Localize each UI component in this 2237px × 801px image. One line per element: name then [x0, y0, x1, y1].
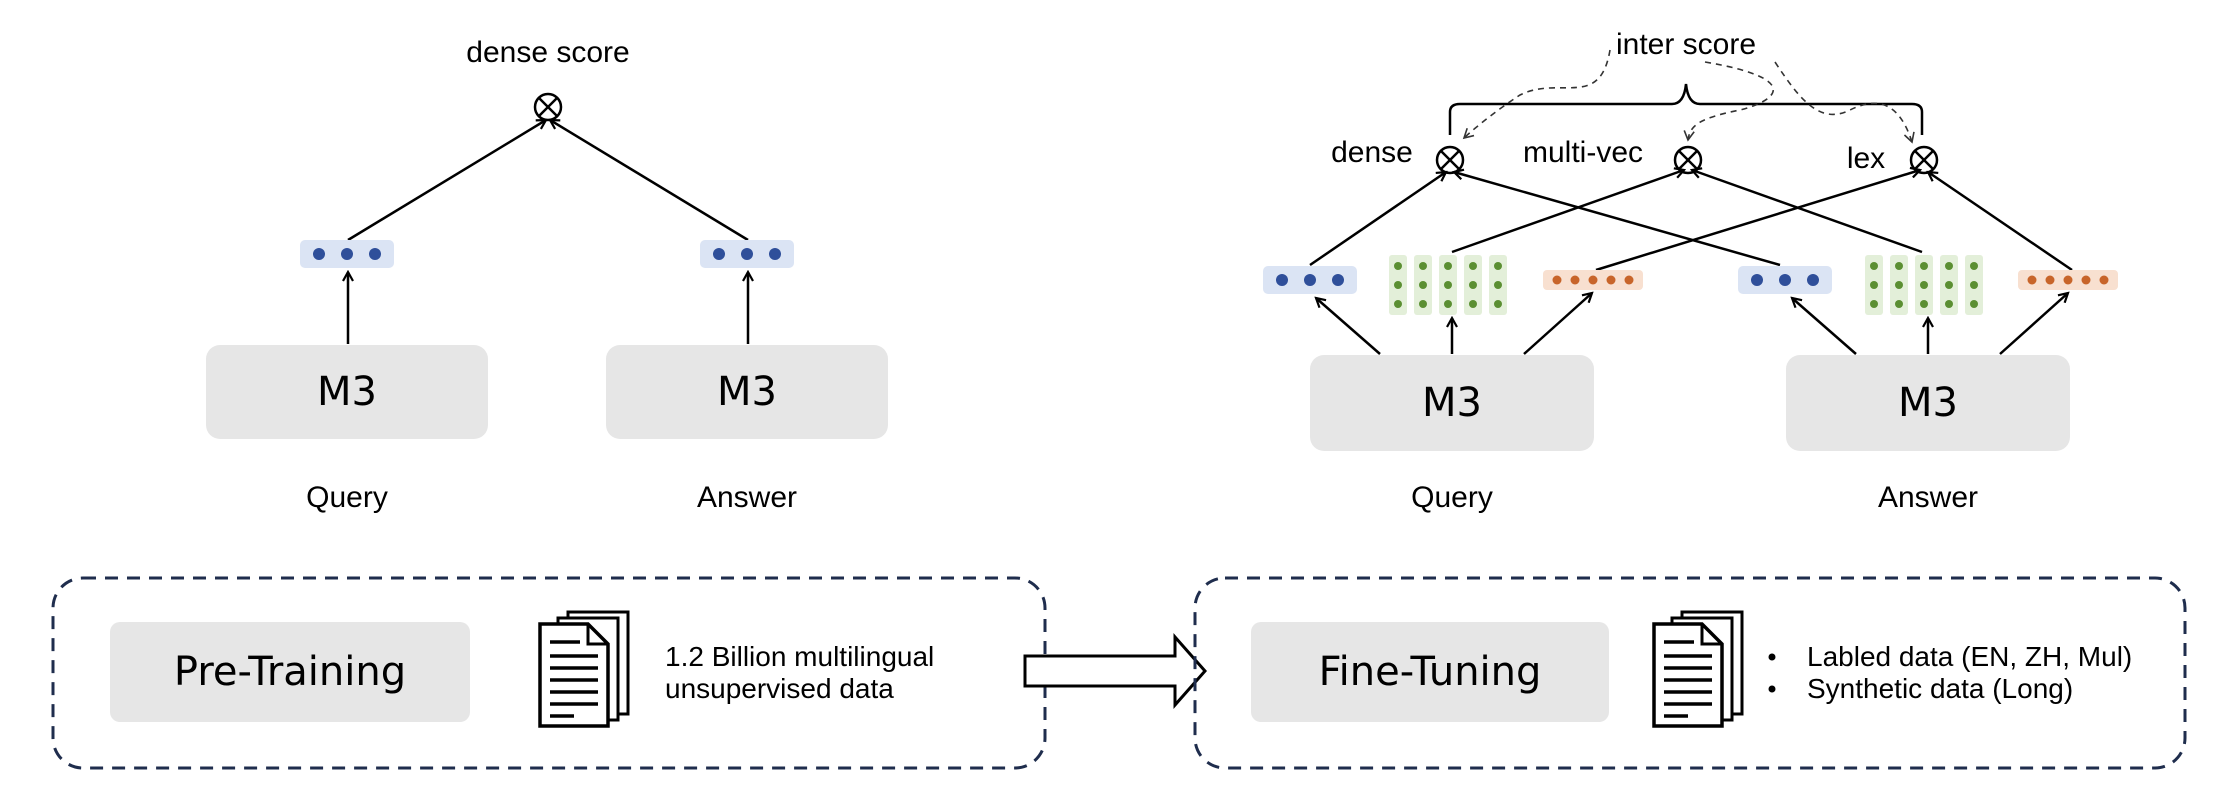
- dense-score-label: dense score: [466, 36, 629, 69]
- vector-to-score-arrows: [1309, 170, 2073, 272]
- answer-encoder-label: M3: [717, 369, 777, 415]
- pretraining-document-icon: [538, 610, 630, 728]
- answer-encoder-label-ft: M3: [1898, 380, 1958, 426]
- encoder-to-vector-arrows: [1316, 293, 2068, 355]
- inter-score-label: inter score: [1616, 28, 1756, 61]
- dense-otimes-icon: [1435, 145, 1465, 175]
- bullet-icon: [1768, 685, 1776, 693]
- pretraining-title-box: [110, 622, 470, 722]
- finetuning-document-icon: [1652, 610, 1744, 728]
- bullet-icon: [1768, 653, 1776, 661]
- query-sparse-vector: [1543, 270, 1643, 290]
- pretraining-data-line-1: 1.2 Billion multilingual: [665, 641, 934, 672]
- answer-sparse-vector: [2018, 270, 2118, 290]
- finetuning-bullet-1: Labled data (EN, ZH, Mul): [1807, 641, 2132, 672]
- answer-caption-ft: Answer: [1878, 481, 1978, 514]
- answer-multivec-vectors: [1865, 255, 1983, 315]
- inter-to-dense-dashed-arrow: [1462, 49, 1611, 140]
- query-encoder-label-ft: M3: [1422, 380, 1482, 426]
- answer-dense-vector: [700, 240, 794, 268]
- query-caption-ft: Query: [1411, 481, 1493, 514]
- answer-caption: Answer: [697, 481, 797, 514]
- lex-otimes-icon: [1909, 145, 1939, 175]
- finetuning-stage-frame: [1193, 576, 2187, 770]
- query-encoder-label: M3: [317, 369, 377, 415]
- lex-label: lex: [1847, 142, 1885, 175]
- inter-to-multivec-dashed-arrow: [1683, 61, 1775, 142]
- pretraining-data-line-2: unsupervised data: [665, 673, 894, 704]
- stage-transition-arrow-icon: [1023, 633, 1208, 709]
- query-encoder-box: [206, 345, 488, 439]
- inter-to-lex-dashed-arrow: [1774, 61, 1915, 144]
- finetuning-stage: Fine-Tuning Labled data (EN, ZH, Mul) Sy…: [1193, 576, 2187, 770]
- dense-label: dense: [1331, 136, 1413, 169]
- finetuning-title-box: [1251, 622, 1609, 722]
- answer-dense-vector-ft: [1738, 266, 1832, 294]
- answer-to-score-arrow: [550, 120, 749, 242]
- query-multivec-vectors: [1389, 255, 1507, 315]
- query-dense-vector: [300, 240, 394, 268]
- query-to-score-arrow: [347, 120, 546, 242]
- finetuning-title: Fine-Tuning: [1319, 649, 1542, 695]
- inter-score-brace: [1448, 83, 1924, 135]
- pretraining-stage: Pre-Training 1.2 Billion multilingual un…: [51, 576, 1047, 770]
- finetuning-bullet-2: Synthetic data (Long): [1807, 673, 2073, 704]
- pretraining-title: Pre-Training: [174, 649, 406, 695]
- dense-score-otimes-icon: [533, 92, 563, 122]
- pretrain-diagram: dense score M3 M3 Query Answer: [206, 36, 888, 514]
- finetune-diagram: inter score dense multi-vec lex: [1263, 28, 2118, 514]
- query-encoder-box-ft: [1310, 355, 1594, 451]
- multivec-otimes-icon: [1673, 145, 1703, 175]
- answer-encoder-box-ft: [1786, 355, 2070, 451]
- answer-encoder-box: [606, 345, 888, 439]
- query-dense-vector-ft: [1263, 266, 1357, 294]
- multivec-label: multi-vec: [1523, 136, 1643, 169]
- query-caption: Query: [306, 481, 388, 514]
